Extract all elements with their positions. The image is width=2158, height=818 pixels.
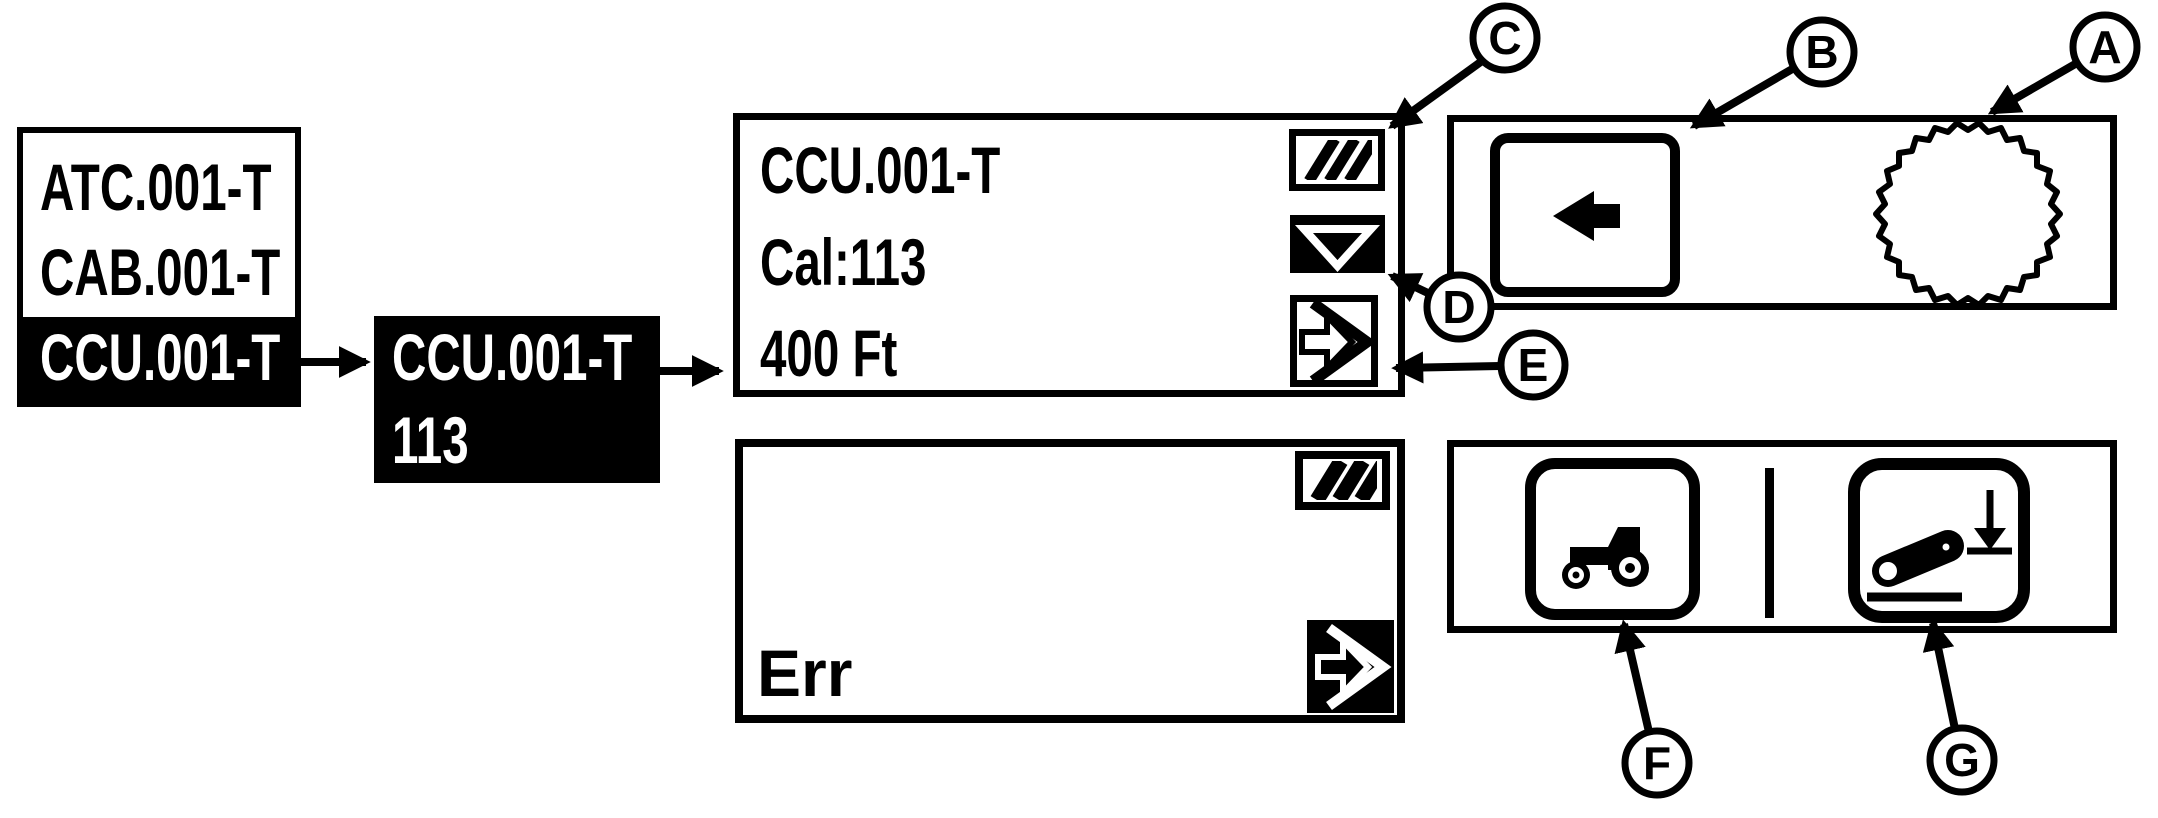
list-item[interactable]: CAB.001-T — [40, 235, 281, 309]
enter-arrow-glyph — [1315, 623, 1392, 711]
panel-divider — [1765, 468, 1774, 618]
list-item-selected[interactable]: CCU.001-T — [40, 320, 281, 394]
left-arrow-icon — [1553, 191, 1620, 241]
address-detail-line1: CCU.001-T — [392, 320, 633, 394]
svg-text:B: B — [1805, 26, 1838, 78]
callout-g: G — [1926, 724, 1998, 796]
list-item[interactable]: ATC.001-T — [40, 150, 272, 224]
callout-b: B — [1786, 16, 1858, 88]
hatch-stripes-glyph — [1310, 461, 1377, 500]
address-detail-screen — [374, 316, 660, 483]
svg-text:A: A — [2088, 21, 2121, 73]
hatch-stripes-icon[interactable] — [1289, 129, 1385, 191]
callout-f: F — [1621, 727, 1693, 799]
down-triangle-glyph — [1294, 225, 1381, 272]
leader-arrow-e — [1391, 351, 1501, 384]
enter-arrow-icon[interactable] — [1290, 295, 1378, 387]
error-message: Err — [757, 636, 853, 710]
tractor-button[interactable] — [1525, 458, 1700, 620]
leader-arrow-f — [1614, 619, 1653, 733]
hatch-stripes-glyph — [1304, 140, 1372, 180]
enter-arrow-glyph — [1299, 302, 1371, 380]
address-detail-line2: 113 — [392, 403, 469, 477]
lever-lower-icon — [1867, 490, 2012, 602]
calibration-line1: CCU.001-T — [760, 133, 1001, 207]
lever-lower-button[interactable] — [1848, 458, 2030, 623]
back-button[interactable] — [1490, 133, 1680, 297]
svg-text:F: F — [1643, 737, 1671, 789]
svg-text:C: C — [1488, 12, 1521, 64]
callout-c: C — [1469, 2, 1541, 74]
down-triangle-icon[interactable] — [1290, 215, 1385, 273]
svg-text:E: E — [1518, 339, 1549, 391]
error-screen — [735, 439, 1405, 723]
leader-arrow-g — [1922, 618, 1959, 730]
calibration-line2: Cal:113 — [760, 225, 927, 299]
svg-text:G: G — [1944, 734, 1980, 786]
address-list-selected-row[interactable] — [17, 317, 301, 406]
leader-arrow-a — [1987, 59, 2079, 116]
callout-a: A — [2069, 11, 2141, 83]
tractor-icon — [1562, 527, 1649, 589]
calibration-line3: 400 Ft — [760, 316, 898, 390]
enter-arrow-icon-inverted[interactable] — [1307, 620, 1394, 713]
hatch-stripes-icon[interactable] — [1295, 451, 1390, 510]
callout-e: E — [1497, 329, 1569, 401]
